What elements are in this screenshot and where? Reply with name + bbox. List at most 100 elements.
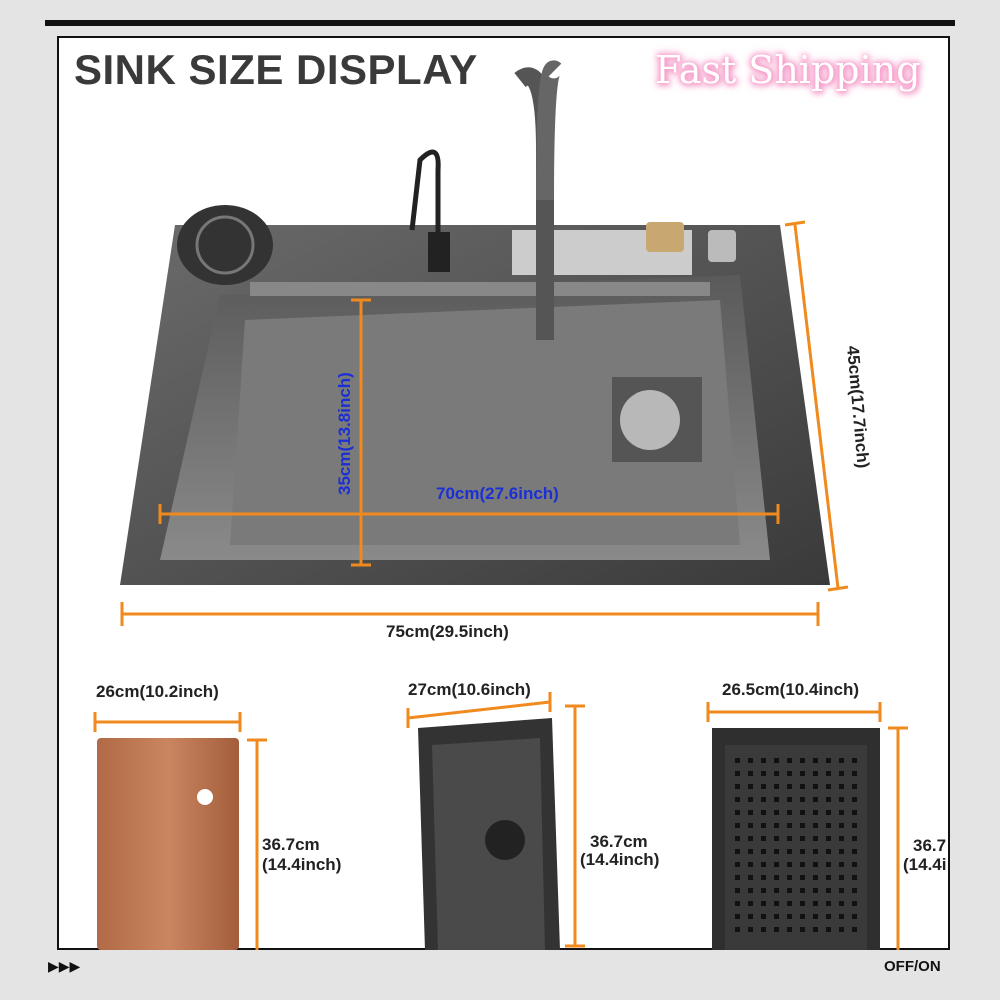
colander-hole bbox=[852, 862, 857, 867]
colander-hole bbox=[735, 758, 740, 763]
top-bar bbox=[45, 20, 955, 26]
colander-hole bbox=[852, 771, 857, 776]
colander-hole bbox=[761, 784, 766, 789]
colander-hole bbox=[774, 849, 779, 854]
switch-button bbox=[708, 230, 736, 262]
colander-hole bbox=[787, 758, 792, 763]
cutting-board bbox=[97, 738, 239, 950]
colander-hole bbox=[787, 849, 792, 854]
colander-width-label: 26.5cm(10.4inch) bbox=[722, 680, 860, 699]
colander-hole bbox=[800, 914, 805, 919]
colander-hole bbox=[787, 784, 792, 789]
basket-width-label: 27cm(10.6inch) bbox=[408, 680, 531, 699]
colander-hole bbox=[761, 888, 766, 893]
page-title: SINK SIZE DISPLAY bbox=[74, 46, 478, 93]
colander-hole bbox=[761, 771, 766, 776]
off-on-toggle[interactable]: OFF/ON bbox=[884, 958, 941, 975]
colander-hole bbox=[852, 875, 857, 880]
colander-hole bbox=[774, 836, 779, 841]
colander-hole bbox=[787, 823, 792, 828]
colander-hole bbox=[839, 888, 844, 893]
colander-hole bbox=[774, 758, 779, 763]
colander-hole bbox=[774, 823, 779, 828]
colander-hole bbox=[748, 888, 753, 893]
basket-length-in: (14.4inch) bbox=[580, 850, 660, 869]
colander-hole bbox=[826, 927, 831, 932]
colander-hole bbox=[839, 849, 844, 854]
colander-hole bbox=[735, 901, 740, 906]
colander-hole bbox=[852, 849, 857, 854]
colander-hole bbox=[852, 823, 857, 828]
colander-hole bbox=[761, 810, 766, 815]
colander-hole bbox=[735, 914, 740, 919]
colander-hole bbox=[839, 823, 844, 828]
colander-hole bbox=[761, 823, 766, 828]
colander-hole bbox=[748, 875, 753, 880]
colander-hole bbox=[852, 927, 857, 932]
colander-hole bbox=[839, 862, 844, 867]
cup-washer bbox=[177, 205, 273, 285]
knob bbox=[646, 222, 684, 252]
colander-hole bbox=[826, 771, 831, 776]
colander-hole bbox=[826, 901, 831, 906]
colander-hole bbox=[800, 797, 805, 802]
colander-hole bbox=[800, 862, 805, 867]
colander-hole bbox=[800, 758, 805, 763]
colander-hole bbox=[813, 901, 818, 906]
colander-hole bbox=[774, 862, 779, 867]
colander-hole bbox=[852, 901, 857, 906]
colander-hole bbox=[852, 758, 857, 763]
colander-hole bbox=[852, 810, 857, 815]
colander-hole bbox=[774, 810, 779, 815]
colander-hole bbox=[826, 849, 831, 854]
colander-hole bbox=[748, 810, 753, 815]
colander-hole bbox=[800, 901, 805, 906]
colander-hole bbox=[813, 914, 818, 919]
fast-shipping-badge: Fast Shipping bbox=[655, 48, 921, 92]
colander-hole bbox=[813, 823, 818, 828]
colander-hole bbox=[787, 927, 792, 932]
colander-hole bbox=[813, 862, 818, 867]
colander-hole bbox=[774, 771, 779, 776]
colander-hole bbox=[852, 888, 857, 893]
colander-hole bbox=[735, 823, 740, 828]
colander-hole bbox=[813, 810, 818, 815]
colander-hole bbox=[800, 849, 805, 854]
colander-hole bbox=[787, 810, 792, 815]
drain-basket bbox=[418, 718, 560, 950]
colander-hole bbox=[826, 784, 831, 789]
colander-hole bbox=[761, 758, 766, 763]
sink bbox=[120, 60, 830, 585]
board-width-label: 26cm(10.2inch) bbox=[96, 682, 219, 701]
colander-hole bbox=[748, 927, 753, 932]
colander-hole bbox=[748, 914, 753, 919]
colander-hole bbox=[813, 797, 818, 802]
colander-hole bbox=[735, 836, 740, 841]
colander-hole bbox=[748, 862, 753, 867]
inner-width-label: 70cm(27.6inch) bbox=[436, 484, 559, 503]
colander-hole bbox=[813, 927, 818, 932]
colander-hole bbox=[813, 784, 818, 789]
play-arrows-icon[interactable]: ▶▶▶ bbox=[48, 958, 81, 974]
colander-hole bbox=[761, 875, 766, 880]
colander-hole bbox=[852, 797, 857, 802]
colander-hole bbox=[748, 797, 753, 802]
colander-hole bbox=[800, 810, 805, 815]
colander-hole bbox=[813, 771, 818, 776]
colander-hole bbox=[748, 823, 753, 828]
outer-width-label: 75cm(29.5inch) bbox=[386, 622, 509, 641]
colander-hole bbox=[787, 862, 792, 867]
board-length-cm: 36.7cm bbox=[262, 835, 320, 854]
colander-hole bbox=[826, 875, 831, 880]
colander-hole bbox=[839, 797, 844, 802]
colander-hole bbox=[813, 849, 818, 854]
colander-hole bbox=[787, 836, 792, 841]
colander-hole bbox=[800, 823, 805, 828]
colander-hole bbox=[800, 784, 805, 789]
colander-hole bbox=[735, 888, 740, 893]
colander-hole bbox=[774, 927, 779, 932]
colander-hole bbox=[774, 901, 779, 906]
colander-hole bbox=[761, 862, 766, 867]
colander-hole bbox=[787, 797, 792, 802]
colander-hole bbox=[774, 797, 779, 802]
